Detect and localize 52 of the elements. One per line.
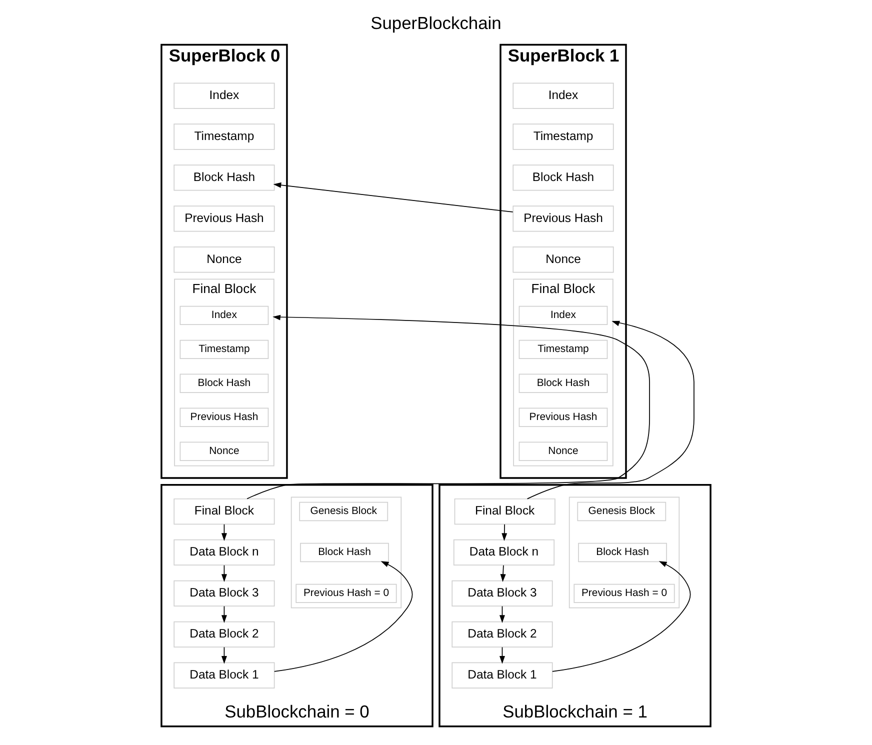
arrow <box>273 182 514 212</box>
arrow <box>221 524 227 542</box>
node-box: Index <box>518 306 608 325</box>
node-box: Data Block 3 <box>174 580 275 607</box>
node-box: Data Block 2 <box>452 621 553 648</box>
node-box: Block Hash <box>180 374 269 393</box>
arrow <box>221 606 227 623</box>
node-box: Previous Hash <box>518 408 608 427</box>
node-box: Block Hash <box>174 164 275 191</box>
node-box: Genesis Block <box>577 502 666 522</box>
node-box: Index <box>512 82 614 109</box>
node-box: Block Hash <box>512 164 614 191</box>
arrow <box>274 561 413 672</box>
node-box: Nonce <box>518 442 608 461</box>
node-box: Block Hash <box>578 542 667 562</box>
arrow <box>221 646 227 664</box>
node-box: Timestamp <box>518 340 608 359</box>
node-box: Timestamp <box>174 124 275 150</box>
cluster <box>290 496 402 608</box>
node-box: Final Block <box>174 498 275 525</box>
node-box: Data Block 3 <box>452 580 553 607</box>
diagram-title: SuperBlockchain <box>370 13 502 34</box>
node-box: Previous Hash <box>180 408 269 427</box>
node-box: Previous Hash = 0 <box>574 584 675 604</box>
node-box: Previous Hash <box>174 206 275 232</box>
node-box: Data Block n <box>174 539 275 566</box>
node-box: Data Block 1 <box>174 662 275 688</box>
node-box: Timestamp <box>512 124 614 150</box>
arrow <box>500 646 505 664</box>
node-box: Final Block <box>454 498 556 525</box>
cluster <box>568 496 680 608</box>
node-box: Previous Hash <box>512 206 614 232</box>
arrow <box>552 561 691 672</box>
node-box: Index <box>180 306 269 325</box>
arrow <box>526 320 694 500</box>
node-box: Timestamp <box>180 340 269 359</box>
arrow <box>500 564 506 582</box>
arrow <box>246 314 650 500</box>
node-box: Data Block 2 <box>174 621 275 648</box>
node-box: Nonce <box>174 246 275 273</box>
node-box: Block Hash <box>300 542 389 562</box>
arrow <box>221 564 227 582</box>
arrow <box>502 524 508 542</box>
node-box: Data Block n <box>453 539 555 566</box>
node-box: Block Hash <box>518 374 608 393</box>
arrow <box>500 606 505 623</box>
node-box: Nonce <box>180 442 269 461</box>
node-box: Index <box>174 82 275 109</box>
node-box: Genesis Block <box>299 502 388 522</box>
node-box: Data Block 1 <box>452 662 553 688</box>
node-box: Nonce <box>512 246 614 273</box>
node-box: Previous Hash = 0 <box>296 584 397 604</box>
